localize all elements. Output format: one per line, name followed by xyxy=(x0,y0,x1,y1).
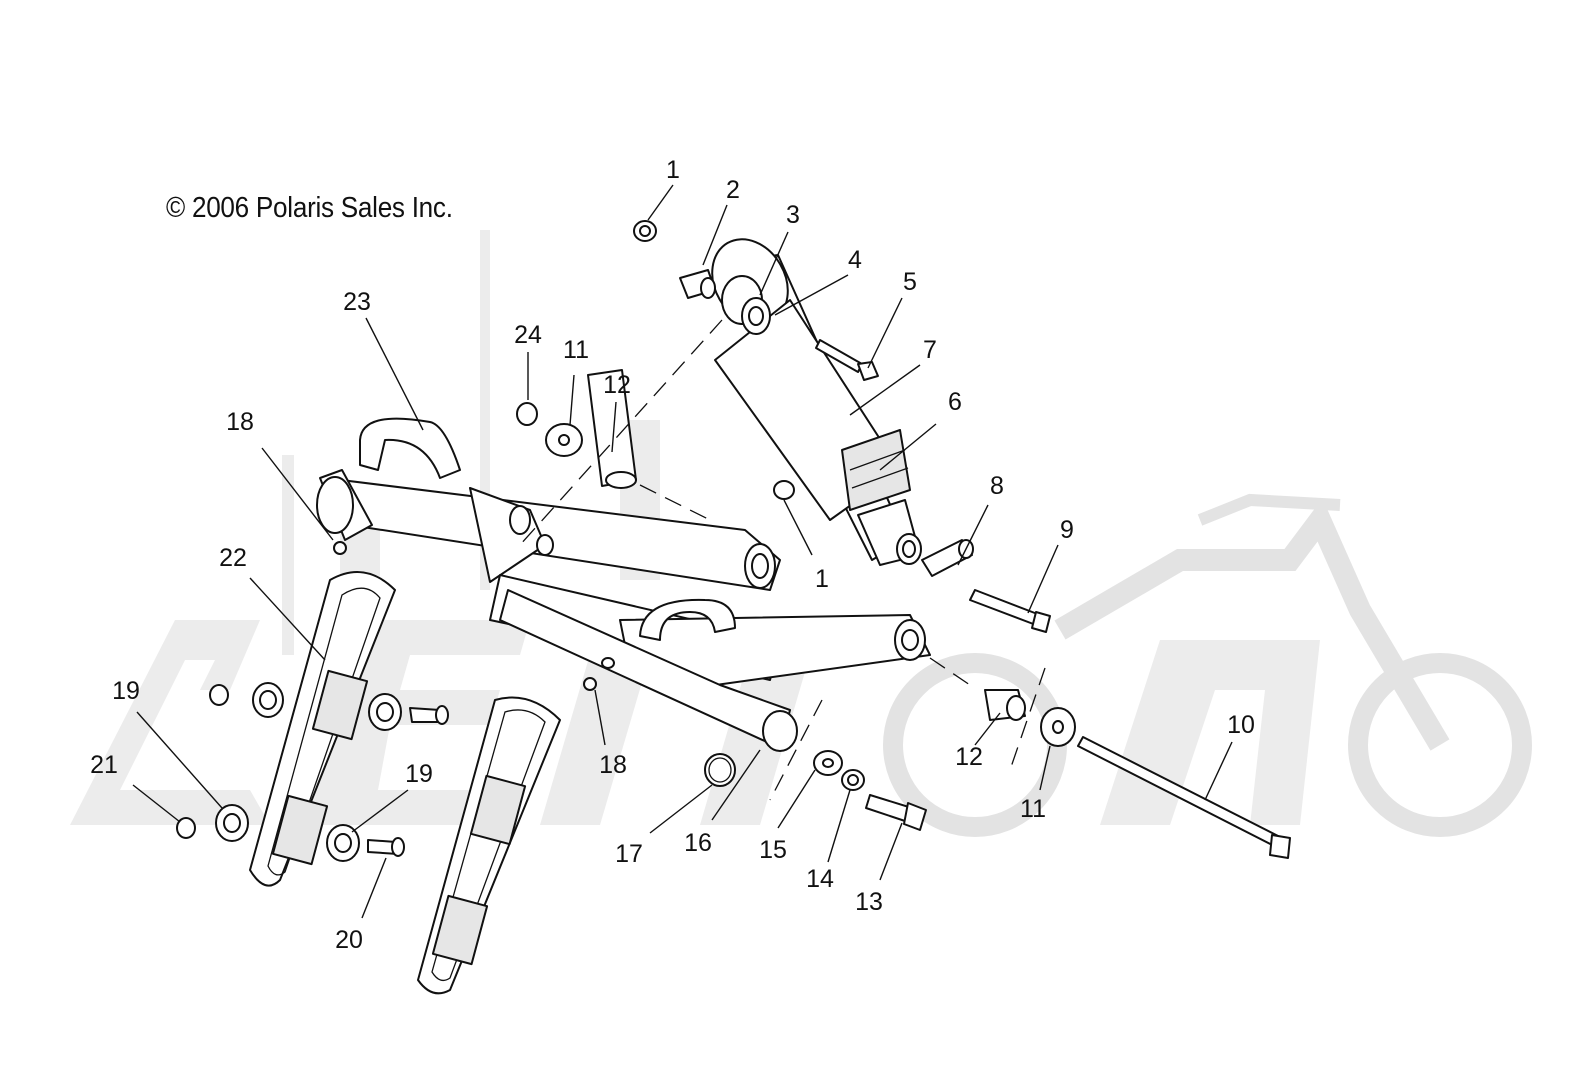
callout-18-left: 18 xyxy=(226,408,254,436)
callout-19-right: 19 xyxy=(405,760,433,788)
copyright-notice: © 2006 Polaris Sales Inc. xyxy=(166,192,453,224)
handle-23 xyxy=(359,417,461,479)
callout-4: 4 xyxy=(848,246,862,274)
bolt-9 xyxy=(969,589,1041,626)
callout-18-mid: 18 xyxy=(599,751,627,779)
callout-10: 10 xyxy=(1227,711,1255,739)
callout-2: 2 xyxy=(726,176,740,204)
callout-24: 24 xyxy=(514,321,542,349)
lower-right-hardware xyxy=(704,689,1291,859)
callout-20: 20 xyxy=(335,926,363,954)
callout-8: 8 xyxy=(990,472,1004,500)
nut-24 xyxy=(516,402,538,426)
link-22-front xyxy=(417,696,561,995)
callout-11-upper: 11 xyxy=(563,336,589,364)
leader-lines xyxy=(132,184,1233,919)
callout-21: 21 xyxy=(90,751,118,779)
nut-21-upper xyxy=(209,684,229,706)
callout-13: 13 xyxy=(855,888,883,916)
callout-numbers: 1 2 3 4 5 7 6 1 8 9 10 11 11 12 12 13 14… xyxy=(90,156,1255,954)
grease-fitting-18-mid xyxy=(601,657,615,669)
alignment-lines xyxy=(519,319,1046,801)
callout-23: 23 xyxy=(343,288,371,316)
swing-arm xyxy=(316,417,931,752)
callout-5: 5 xyxy=(903,268,917,296)
callout-7: 7 xyxy=(923,336,937,364)
callout-15: 15 xyxy=(759,836,787,864)
callout-19-left: 19 xyxy=(112,677,140,705)
upper-hardware xyxy=(516,220,1051,633)
link-hardware xyxy=(176,682,449,862)
callout-6: 6 xyxy=(948,388,962,416)
bolt-5 xyxy=(815,339,863,373)
callout-1-lower: 1 xyxy=(815,565,829,593)
callout-17: 17 xyxy=(615,840,643,868)
callout-1-upper: 1 xyxy=(666,156,680,184)
callout-3: 3 xyxy=(786,201,800,229)
callout-9: 9 xyxy=(1060,516,1074,544)
link-22-rear xyxy=(249,571,396,887)
callout-14: 14 xyxy=(806,865,834,893)
callout-12-upper: 12 xyxy=(603,371,631,399)
callout-12-lower: 12 xyxy=(955,743,983,771)
callout-11-lower: 11 xyxy=(1020,795,1046,823)
nut-21 xyxy=(176,817,196,839)
shock-absorber xyxy=(711,238,922,566)
callout-16: 16 xyxy=(684,829,712,857)
nut-1-lower xyxy=(773,480,795,500)
callout-22: 22 xyxy=(219,544,247,572)
grease-fitting-18-left xyxy=(333,541,347,555)
